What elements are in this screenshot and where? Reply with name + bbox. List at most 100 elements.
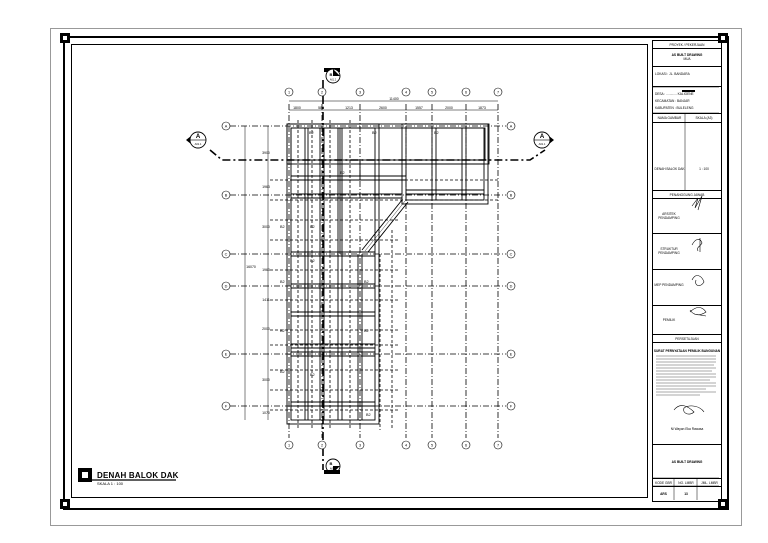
section-marker-right: A A01.1 — [533, 131, 554, 149]
frame-corner-marks — [60, 33, 728, 509]
tb-header: PROYEK / PEKERJAAN — [653, 41, 721, 49]
tb-pemilik-text: PEMILIK — [662, 318, 676, 322]
beam-label: B2 — [320, 305, 325, 309]
column-grid-bubbles-bottom — [284, 440, 503, 450]
dim-top-3: 1213 — [345, 106, 353, 110]
col-label: 6 — [465, 91, 467, 95]
section-ref: A01.2 — [330, 468, 337, 471]
beam-label: B2 — [364, 280, 369, 284]
row-label: B — [225, 194, 228, 198]
sheet-border — [50, 28, 742, 526]
dim-left-7: 3000 — [262, 378, 270, 382]
col-label: 4 — [405, 91, 407, 95]
beam-label: B2 — [372, 131, 377, 135]
row-label: F — [510, 405, 513, 409]
tb-drawing-name-text: DENAH BALOK DAK — [654, 167, 685, 171]
dimension-lines — [244, 100, 498, 420]
col-label: 3 — [359, 444, 361, 448]
tb-project-title: AS BUILT DRAWING — [671, 53, 703, 57]
tb-address: DESA : ............ KALIGENE KECAMATAN :… — [653, 87, 721, 114]
title-block: PROYEK / PEKERJAAN AS BUILT DRAWING MUA … — [652, 40, 722, 502]
tb-desa: DESA : ............ KALIGENE — [655, 92, 694, 96]
dim-overall-height: 16070 — [246, 265, 256, 269]
tb-arsitek-text: ARSITEK PENDAMPING — [658, 212, 680, 220]
tb-code-values: ARS 13 — [653, 487, 721, 501]
section-marker-left: A A01.1 — [186, 131, 207, 149]
row-grid-labels: A B C D E F A B C D E F — [225, 125, 513, 409]
tb-jml-label: JML. LMBR — [701, 481, 718, 485]
dimension-texts: 11400 1800 587 1213 2600 1557 2000 1873 … — [246, 97, 486, 415]
section-marker-top: B A01.2 — [324, 68, 341, 84]
section-letter: A — [196, 134, 201, 140]
drawing-frame-inner — [71, 44, 648, 498]
beam-label: B2 — [434, 131, 439, 135]
row-label: D — [510, 285, 513, 289]
tb-location: LOKASI : JL. BANDARA — [653, 67, 721, 87]
col-label: 7 — [497, 444, 499, 448]
tb-persetujuan-text: PERSETUJUAN — [675, 337, 699, 341]
dim-top-1: 1800 — [293, 106, 301, 110]
tb-kode-value: ARS — [660, 492, 667, 496]
dim-top-4: 2600 — [379, 106, 387, 110]
tb-approval-text: PENANGGUNG JAWAB — [669, 193, 705, 197]
tb-pemilik: PEMILIK — [653, 306, 721, 335]
beam-label: B2 — [310, 259, 315, 263]
tb-header-text: PROYEK / PEKERJAAN — [669, 43, 705, 47]
col-label: 3 — [359, 91, 361, 95]
tb-code-headers: KODE GBR NO. LMBR JML. LMBR — [653, 479, 721, 487]
col-label: 1 — [288, 91, 290, 95]
tb-statement: SURAT PERNYATAAN PEMILIK BANGUNAN Ni Way… — [653, 343, 721, 445]
col-label: 2 — [321, 91, 323, 95]
row-label: B — [510, 194, 513, 198]
dim-overall-width: 11400 — [389, 97, 399, 101]
dim-top-6: 2000 — [445, 106, 453, 110]
column-grid-labels: 1 2 3 4 5 6 7 1 2 3 4 5 6 7 — [288, 91, 499, 448]
beam-label: B2 — [340, 171, 345, 175]
col-label: 5 — [431, 444, 433, 448]
col-label: 1 — [288, 444, 290, 448]
beam-label: B2 — [280, 329, 285, 333]
signature-graphics — [673, 195, 707, 415]
row-label: C — [510, 253, 513, 257]
section-cut-lines — [209, 80, 546, 470]
tb-kode-label: KODE GBR — [655, 481, 672, 485]
beam-label: B2 — [280, 370, 285, 374]
col-label: 2 — [321, 444, 323, 448]
row-label: E — [510, 353, 513, 357]
tb-struktur: STRUKTUR PENDAMPING — [653, 234, 721, 270]
row-label: A — [225, 125, 228, 129]
tb-approval-header: PENANGGUNG JAWAB — [653, 191, 721, 199]
row-label: A — [510, 125, 513, 129]
dim-left-2: 1963 — [262, 185, 270, 189]
col-label: 4 — [405, 444, 407, 448]
tb-project-sub: MUA — [683, 57, 691, 61]
beam-label: B2 — [364, 329, 369, 333]
tb-signer: Ni Wayan Eka Rawasa — [670, 427, 704, 431]
section-marker-bottom: B A01.2 — [324, 458, 341, 474]
dim-top-7: 1873 — [478, 106, 486, 110]
section-ref: A01.2 — [330, 79, 337, 82]
tb-drawing-scale: 1 : 100 — [699, 167, 709, 171]
tb-no-label: NO. LMBR — [678, 481, 694, 485]
dim-left-4: 1963 — [262, 268, 270, 272]
drawing-title: DENAH BALOK DAK — [97, 471, 179, 480]
row-grid-bubbles — [221, 121, 516, 411]
row-label: C — [225, 253, 228, 257]
section-letter: A — [540, 134, 545, 140]
tb-footer-text: AS BUILT DRAWING — [671, 460, 703, 464]
section-letter: B — [330, 461, 333, 466]
dim-left-1: 3900 — [262, 151, 270, 155]
row-label: E — [225, 353, 228, 357]
beam-label: B2 — [280, 280, 285, 284]
row-label: F — [225, 405, 228, 409]
drawing-frame-outer — [63, 36, 729, 510]
row-label: D — [225, 285, 228, 289]
tb-mep: MEP PENDAMPING — [653, 270, 721, 306]
col-label: 6 — [465, 444, 467, 448]
tb-col-scale: SKALA (A3) — [695, 116, 713, 120]
statement-text-lines — [656, 355, 716, 396]
tb-drawing-name: DENAH BALOK DAK 1 : 100 — [653, 123, 721, 191]
col-label: 5 — [431, 91, 433, 95]
tb-footer-title: AS BUILT DRAWING — [653, 445, 721, 479]
dim-left-3: 3000 — [262, 225, 270, 229]
